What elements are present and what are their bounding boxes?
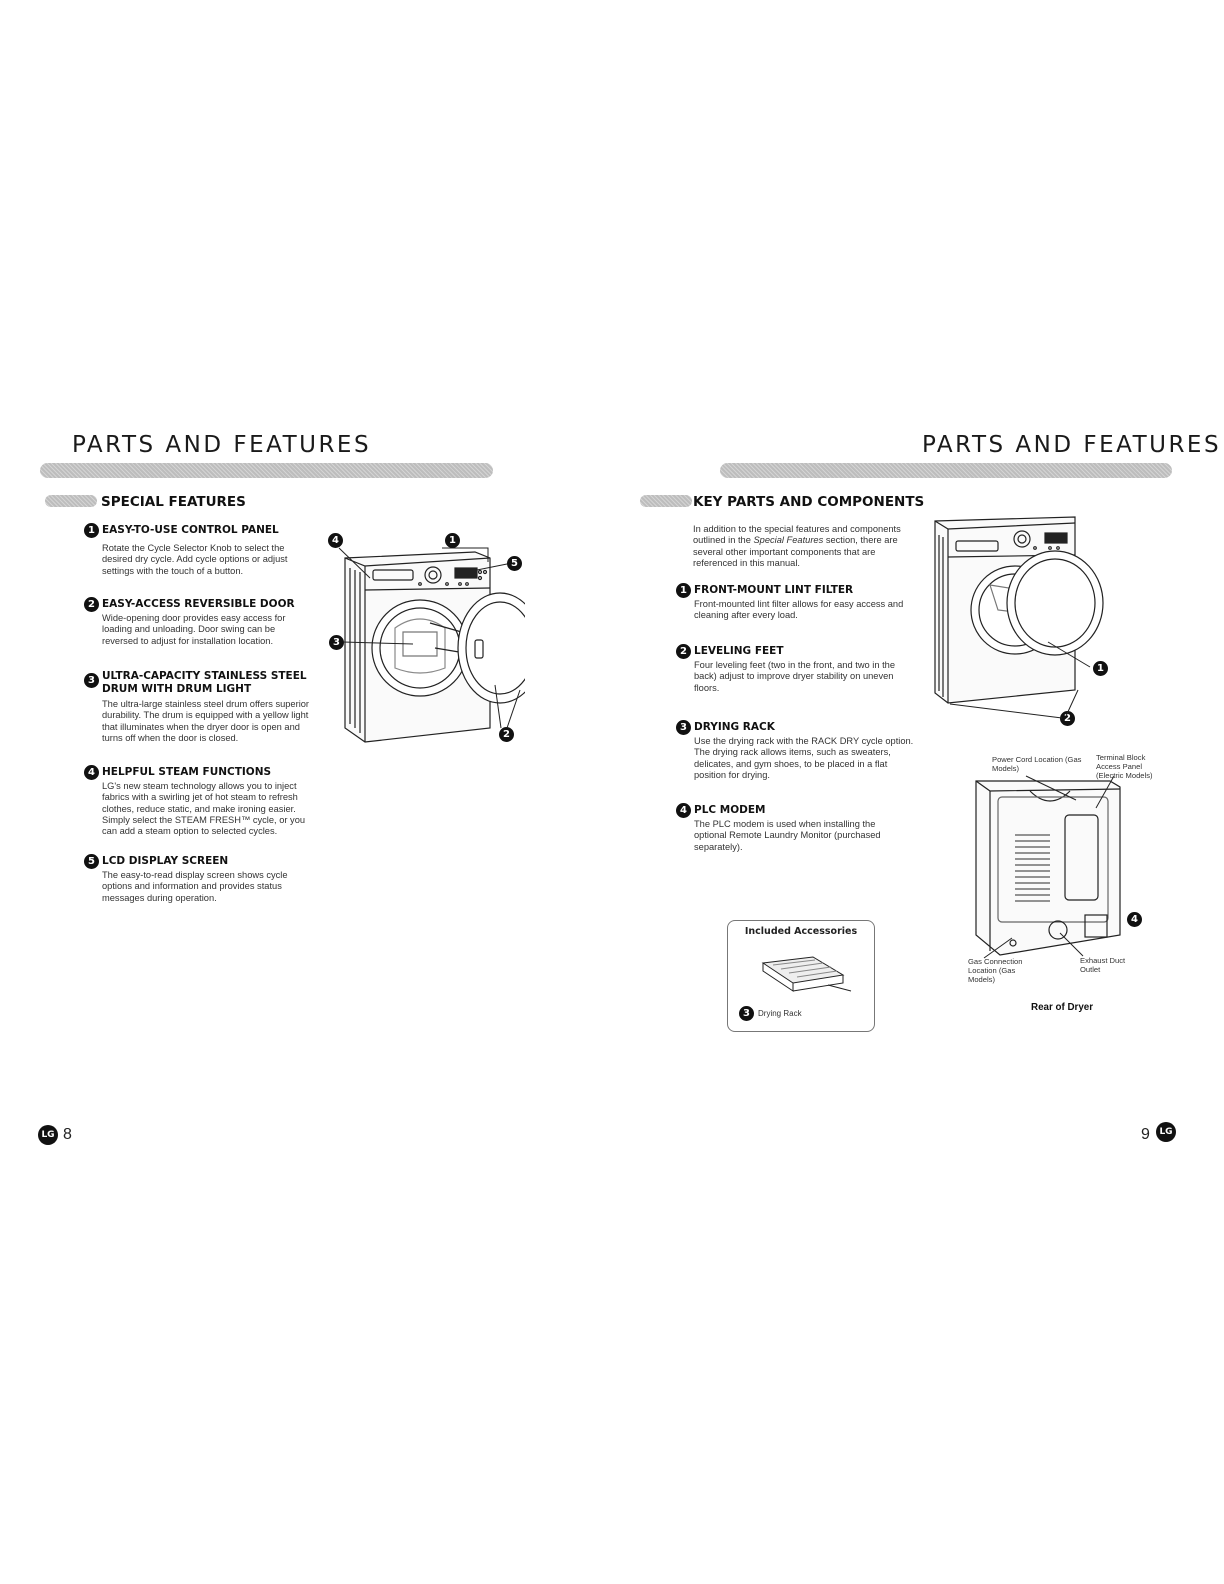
part-body: Front-mounted lint filter allows for eas… — [694, 599, 904, 621]
part-body: Four leveling feet (two in the front, an… — [694, 660, 896, 693]
number-badge: 4 — [84, 765, 99, 780]
callout-front-2: 2 — [1060, 711, 1075, 726]
feature-control-panel: 1 EASY-TO-USE CONTROL PANEL Rotate the C… — [84, 523, 319, 577]
callout-2: 2 — [499, 727, 514, 742]
callout-4: 4 — [328, 533, 343, 548]
callout-3: 3 — [329, 635, 344, 650]
dryer-rear-illustration — [975, 780, 1121, 956]
part-lint-filter: 1 FRONT-MOUNT LINT FILTER Front-mounted … — [676, 583, 916, 622]
number-badge: 3 — [84, 673, 99, 688]
part-plc-modem: 4 PLC MODEM The PLC modem is used when i… — [676, 803, 916, 853]
callout-leaders-left — [338, 547, 521, 729]
callout-rear-4: 4 — [1127, 912, 1142, 927]
feature-lcd-display: 5 LCD DISPLAY SCREEN The easy-to-read di… — [84, 854, 319, 904]
number-badge: 2 — [676, 644, 691, 659]
feature-body: Wide-opening door provides easy access f… — [102, 613, 286, 646]
intro-paragraph: In addition to the special features and … — [693, 524, 908, 569]
intro-text-1: In addition to the special features and … — [693, 524, 901, 546]
page-title-right: PARTS AND FEATURES — [922, 432, 1222, 458]
part-drying-rack: 3 DRYING RACK Use the drying rack with t… — [676, 720, 916, 781]
feature-title: HELPFUL STEAM FUNCTIONS — [102, 766, 272, 778]
feature-body: The easy-to-read display screen shows cy… — [102, 870, 288, 903]
feature-steam-functions: 4 HELPFUL STEAM FUNCTIONS LG's new steam… — [84, 765, 324, 837]
callout-front-1: 1 — [1093, 661, 1108, 676]
feature-title: EASY-TO-USE CONTROL PANEL — [102, 524, 279, 536]
number-badge: 2 — [84, 597, 99, 612]
callout-leaders-right — [949, 641, 1091, 719]
accessory-label: Drying Rack — [758, 1009, 802, 1018]
rear-label-leaders — [983, 775, 1115, 959]
section-title-special-features: SPECIAL FEATURES — [101, 494, 246, 510]
feature-body: The ultra-large stainless steel drum off… — [102, 699, 310, 743]
rear-caption: Rear of Dryer — [1031, 1002, 1094, 1013]
feature-stainless-drum: 3 ULTRA-CAPACITY STAINLESS STEEL DRUM WI… — [84, 669, 324, 744]
number-badge: 3 — [676, 720, 691, 735]
part-leveling-feet: 2 LEVELING FEET Four leveling feet (two … — [676, 644, 916, 694]
page-number-left: 8 — [63, 1126, 72, 1143]
intro-italic: Special Features — [753, 535, 824, 546]
section-title-key-parts: KEY PARTS AND COMPONENTS — [693, 494, 925, 510]
part-body: Use the drying rack with the RACK DRY cy… — [694, 736, 914, 780]
header-bar-left — [40, 463, 493, 478]
feature-title: LCD DISPLAY SCREEN — [102, 855, 229, 867]
part-body: The PLC modem is used when installing th… — [694, 819, 881, 852]
accessory-number-badge: 3 — [739, 1006, 754, 1021]
feature-title: ULTRA-CAPACITY STAINLESS STEEL DRUM WITH… — [102, 670, 307, 695]
feature-body: LG's new steam technology allows you to … — [102, 781, 306, 837]
section-pill-left — [45, 495, 97, 507]
lg-logo: LG — [38, 1125, 58, 1145]
label-terminal-block: Terminal Block Access Panel (Electric Mo… — [1096, 753, 1153, 780]
section-pill-right — [640, 495, 692, 507]
number-badge: 4 — [676, 803, 691, 818]
number-badge: 5 — [84, 854, 99, 869]
callout-1: 1 — [445, 533, 460, 548]
page-title-left: PARTS AND FEATURES — [72, 432, 372, 458]
label-gas-connection: Gas Connection Location (Gas Models) — [968, 957, 1023, 984]
accessories-title: Included Accessories — [744, 926, 858, 937]
drying-rack-icon — [761, 956, 852, 992]
header-bar-right — [720, 463, 1172, 478]
part-title: DRYING RACK — [694, 721, 775, 733]
label-exhaust-duct: Exhaust Duct Outlet — [1080, 956, 1126, 974]
feature-reversible-door: 2 EASY-ACCESS REVERSIBLE DOOR Wide-openi… — [84, 597, 319, 647]
feature-title: EASY-ACCESS REVERSIBLE DOOR — [102, 598, 295, 610]
number-badge: 1 — [84, 523, 99, 538]
label-power-cord: Power Cord Location (Gas Models) — [992, 755, 1082, 773]
intro-text-2: section, there are several other importa… — [693, 535, 898, 568]
number-badge: 1 — [676, 583, 691, 598]
callout-5: 5 — [507, 556, 522, 571]
part-title: PLC MODEM — [694, 804, 766, 816]
page-number-right: 9 — [1141, 1126, 1150, 1143]
dryer-door-open-illustration — [934, 516, 1104, 704]
feature-body: Rotate the Cycle Selector Knob to select… — [102, 543, 288, 576]
part-title: LEVELING FEET — [694, 645, 784, 657]
included-accessories-box: Included Accessories 3 Drying Rack — [727, 920, 875, 1032]
dryer-front-illustration — [344, 551, 525, 743]
lg-logo-right: LG — [1156, 1122, 1176, 1142]
part-title: FRONT-MOUNT LINT FILTER — [694, 584, 854, 596]
